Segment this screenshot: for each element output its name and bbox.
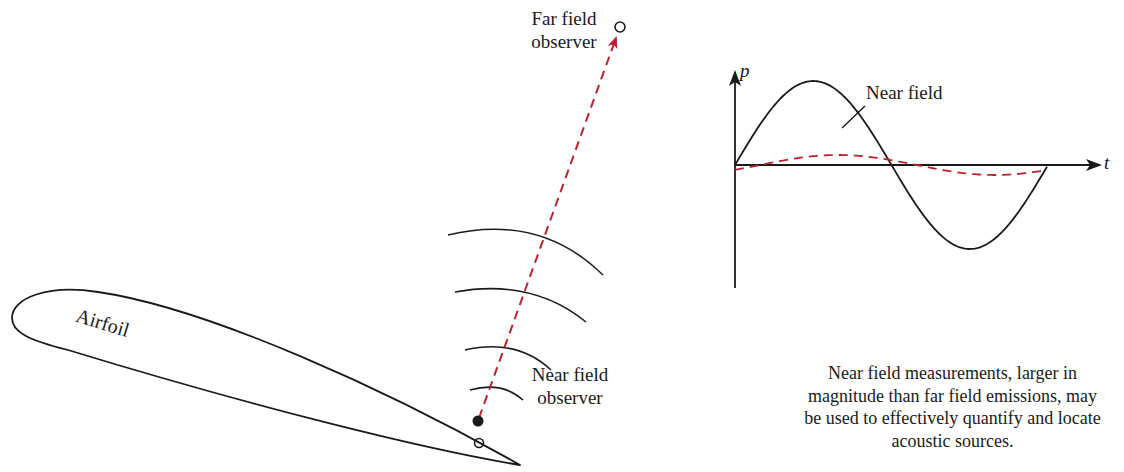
observer-label: Far field observer xyxy=(514,8,614,54)
airfoil-shape: Airfoil xyxy=(8,280,528,472)
observer-label: Near field observer xyxy=(520,364,620,410)
node-label: Airfoil xyxy=(73,304,132,342)
p-axis xyxy=(734,72,736,288)
leader-line xyxy=(842,106,865,128)
axis-label: t xyxy=(1104,152,1120,175)
source-dot xyxy=(473,416,484,427)
far-field-wave xyxy=(735,155,1047,175)
near-field-wave xyxy=(735,81,1047,249)
curve-label: Near field xyxy=(866,82,976,105)
caption: Near field measurements, larger in magni… xyxy=(800,362,1105,452)
far-observer-point xyxy=(615,22,625,32)
axis-label: p xyxy=(740,60,760,83)
propagation-arrow xyxy=(479,38,616,418)
